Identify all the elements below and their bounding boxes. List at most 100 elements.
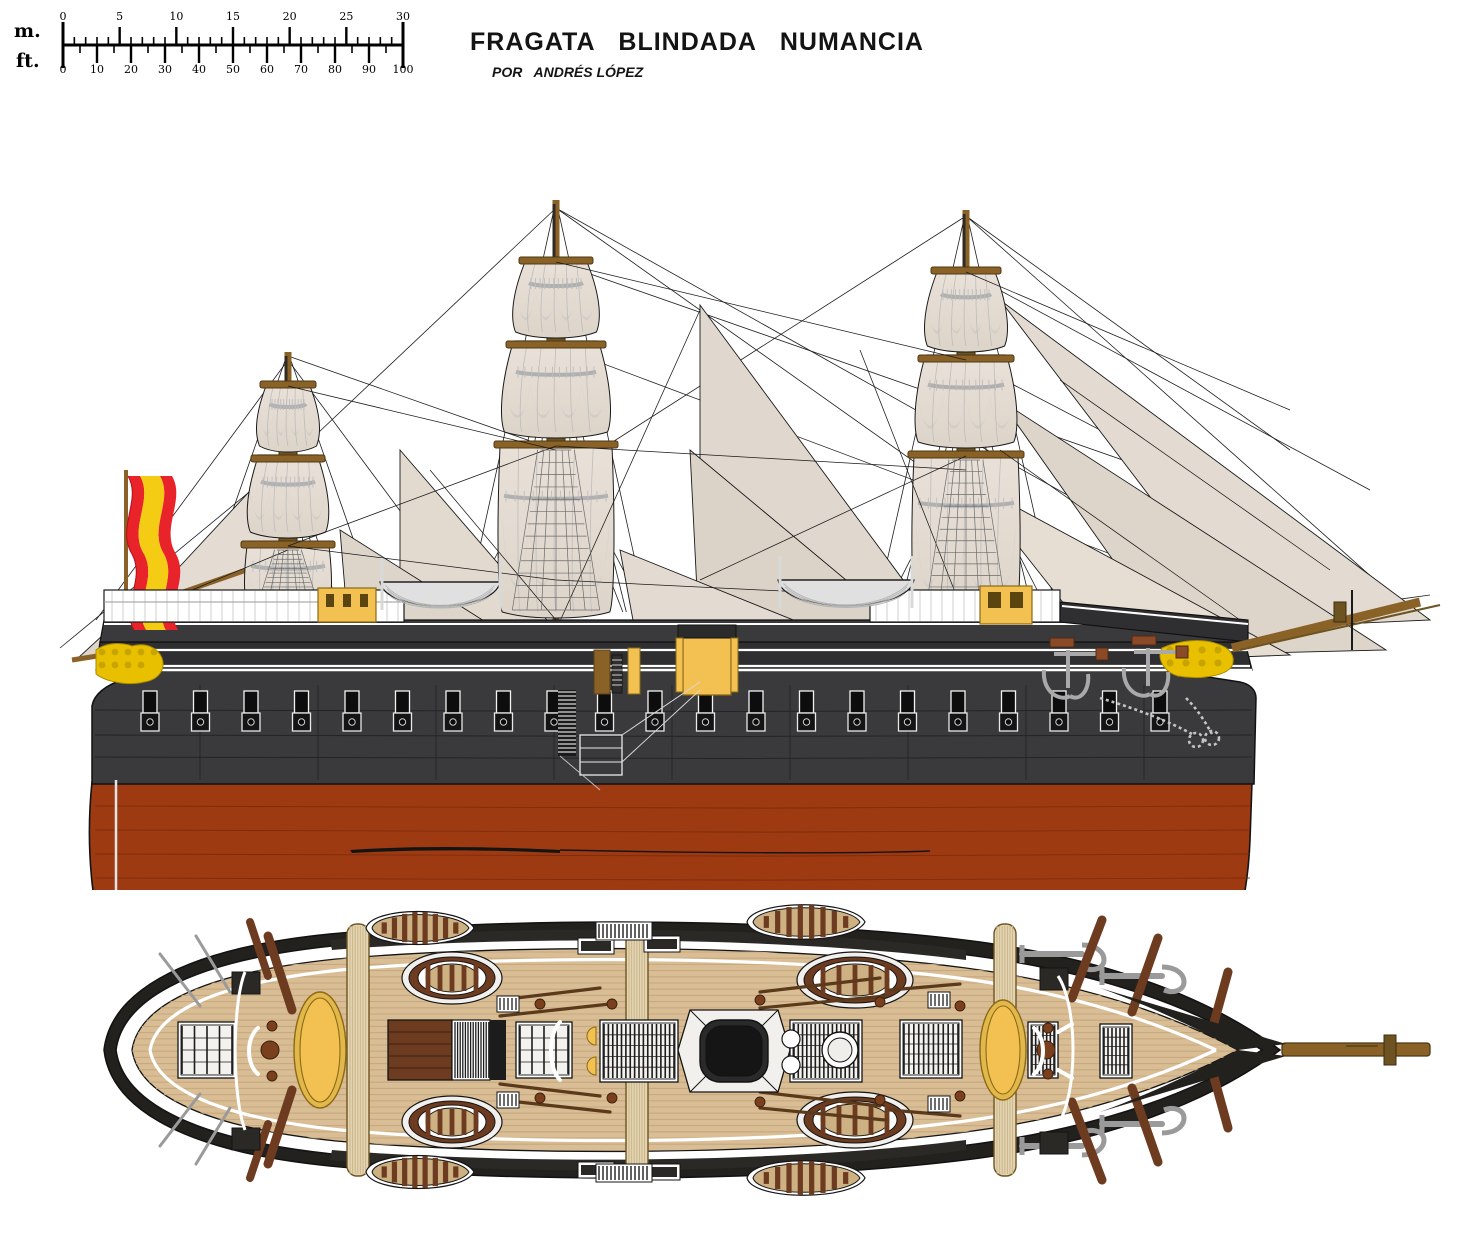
funnel (675, 624, 739, 696)
scale-tick-meters: 0 (59, 10, 67, 23)
main-topsail (501, 340, 611, 439)
ships-boat-elevation-1 (379, 581, 501, 609)
scale-tick-feet: 80 (328, 63, 342, 76)
deck-ladder-1 (496, 995, 520, 1013)
nested-boat-stbd-aft (401, 1095, 503, 1149)
ships-boat-plan-port-fwd (746, 904, 866, 940)
scale-unit-feet-label: ft. (16, 50, 40, 72)
yard (505, 340, 607, 349)
scale-tick-feet: 50 (226, 63, 240, 76)
scale-tick-meters: 30 (396, 10, 410, 23)
gangway-gratings (595, 921, 653, 1183)
bow-gilt-figurehead (1159, 640, 1234, 679)
gun-port (1099, 690, 1120, 732)
mizzen-topsail (246, 454, 330, 539)
engine-room-grating-aft (599, 1019, 679, 1083)
propeller-aperture (114, 780, 118, 890)
running-rigging (119, 261, 1331, 631)
forward-deckhouse (979, 585, 1033, 625)
bow-anchor-fore (1121, 645, 1189, 698)
deck-grating-stern (177, 1021, 237, 1079)
accommodation-ladder (558, 681, 701, 791)
deck-bitts (260, 994, 1056, 1108)
scale-tick-feet: 60 (260, 63, 274, 76)
deck-grating-mid (515, 1021, 573, 1079)
yard (250, 454, 326, 463)
mast-collar-mizzen (346, 923, 370, 1177)
bowsprit-plan (1281, 1042, 1431, 1057)
scale-tick-feet: 90 (362, 63, 376, 76)
gun-port (594, 690, 615, 732)
funnel-plan (677, 1009, 791, 1093)
scale-tick-feet: 10 (90, 63, 104, 76)
scale-unit-meters-label: m. (14, 20, 41, 42)
gun-port (443, 690, 463, 732)
forward-skylight (979, 999, 1027, 1101)
page-subtitle: POR ANDRÉS LÓPEZ (492, 64, 644, 80)
title-block: FRAGATA BLINDADA NUMANCIA POR ANDRÉS LÓP… (470, 28, 1030, 80)
bow-fittings-plan (1281, 1034, 1431, 1066)
gun-port (746, 690, 766, 732)
main-topgallant (512, 256, 600, 339)
stern-skylight (293, 991, 347, 1109)
stern-gilt-ornament (95, 642, 164, 685)
scale-tick-feet: 70 (294, 63, 308, 76)
fore-topgallant (924, 266, 1008, 353)
stern-davits (246, 918, 272, 1182)
gun-port (291, 690, 312, 732)
ventilator-2 (781, 1055, 801, 1075)
gun-port (796, 690, 817, 732)
deck-plan-view (103, 904, 1431, 1196)
scale-bar-graphic (61, 22, 405, 68)
bow-rail-arc (1056, 975, 1075, 1125)
hull-elevation (88, 619, 1257, 890)
ships-boat-plan-port-aft (365, 910, 475, 946)
bow-anchor-aft (1041, 647, 1109, 700)
funnel-cap (677, 624, 737, 639)
gun-port (190, 690, 211, 732)
nested-boat-port-aft (401, 951, 503, 1005)
gun-port (998, 690, 1019, 732)
scale-tick-meters: 15 (226, 10, 240, 23)
anchor-chains (1099, 696, 1221, 749)
scale-tick-feet: 100 (392, 63, 414, 76)
bow-anchor-plan-port (1099, 964, 1187, 995)
gun-port (140, 690, 160, 732)
armour-belt (91, 667, 1257, 785)
scale-tick-feet: 40 (192, 63, 206, 76)
ships-boat-elevation-2 (777, 579, 915, 608)
gun-port (645, 690, 665, 732)
page-title: FRAGATA BLINDADA NUMANCIA (470, 28, 924, 56)
ventilator-1 (781, 1029, 801, 1049)
companionway-stern (387, 1019, 506, 1081)
gun-port (948, 690, 968, 732)
misc-deck-structures (593, 647, 641, 695)
gun-port (847, 690, 867, 732)
scale-tick-meters: 25 (339, 10, 354, 23)
fore-topsail (914, 354, 1018, 449)
scale-tick-meters: 10 (169, 10, 184, 23)
stern-deckhouse (317, 587, 377, 623)
deck-ladder-3 (927, 991, 951, 1009)
deck-plan-group (103, 904, 1431, 1196)
boat-chock-arcs (247, 1020, 1074, 1082)
yard (907, 450, 1025, 459)
yard (917, 354, 1015, 363)
bowsprit (1230, 590, 1441, 653)
side-elevation-view (59, 199, 1441, 890)
channels-chainplates (263, 915, 1233, 1185)
deck-fittings-elevation (103, 556, 1441, 791)
deck-grating-fwd-1 (899, 1019, 963, 1079)
scale-tick-feet: 30 (158, 63, 172, 76)
gun-port (392, 690, 413, 732)
deck-bitt (593, 649, 611, 695)
winch-head-2 (586, 1056, 597, 1076)
ratlines-fore (925, 459, 1007, 611)
scale-tick-meters: 5 (116, 10, 124, 23)
scale-tick-meters: 20 (282, 10, 297, 23)
deck-grating-fwd-3 (1099, 1023, 1133, 1079)
gun-port (342, 690, 362, 732)
outboard-shrouds (158, 934, 232, 1166)
